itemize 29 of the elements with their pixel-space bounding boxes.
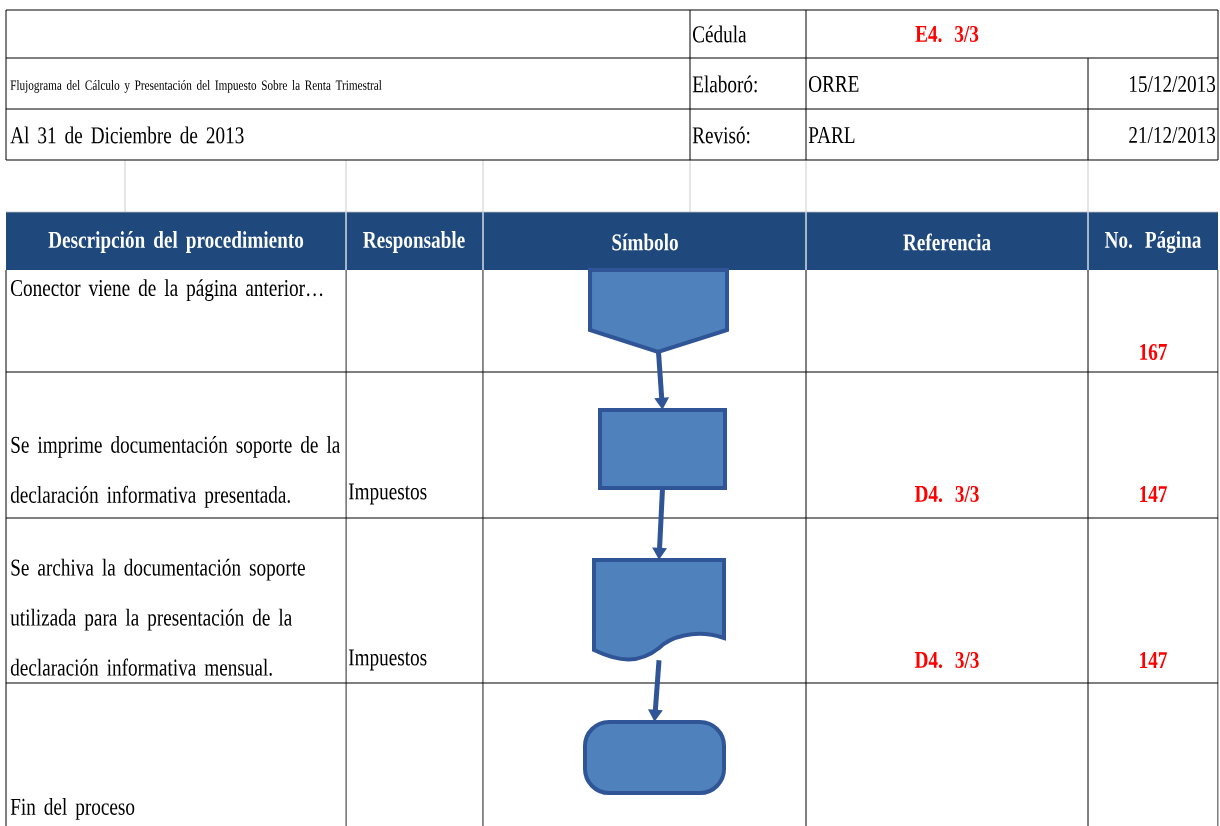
cell-text: Revisó:	[692, 126, 750, 144]
cell-text: Flujograma del Cálculo y Presentación del Impuesto Sobre la Renta Trimestral	[10, 80, 382, 93]
cell-text: Impuestos	[348, 483, 427, 505]
cell-text: 147	[1140, 486, 1167, 502]
column-header: Referencia	[903, 233, 991, 251]
cell-text: Conector viene de la página anterior…	[11, 279, 323, 302]
cell-text: 15/12/2013	[1130, 75, 1216, 93]
cell-text: D4. 3/3	[914, 651, 979, 669]
cell-text: Se imprime documentación soporte de la declaración informativa presentada.	[10, 436, 341, 508]
cell-text: Elaboró:	[692, 75, 757, 93]
cell-text: Impuestos	[348, 649, 427, 671]
column-header: Responsable	[363, 231, 465, 253]
column-header: No. Página	[1104, 231, 1202, 253]
cell-text: Fin del proceso	[10, 798, 135, 820]
off-page-connector	[588, 268, 729, 355]
terminator-shape	[583, 720, 726, 795]
cell-text: ORRE	[809, 75, 859, 93]
cell-text: 147	[1140, 652, 1167, 668]
cell-text: 167	[1140, 343, 1167, 361]
column-header: Descripción del procedimiento	[48, 231, 304, 253]
cell-text: Se archiva la documentación soporte utilizada para la presentación de la declaración informativa mensual.	[10, 558, 305, 676]
cell-text: Al 31 de Diciembre de 2013	[10, 126, 244, 144]
document-shape	[592, 558, 726, 662]
cell-text: PARL	[808, 127, 855, 143]
cell-text: Cédula	[693, 25, 747, 43]
cell-text: E4. 3/3	[915, 25, 979, 43]
process-box	[598, 408, 727, 490]
cell-text: 21/12/2013	[1129, 126, 1216, 144]
cell-text: D4. 3/3	[914, 485, 979, 503]
